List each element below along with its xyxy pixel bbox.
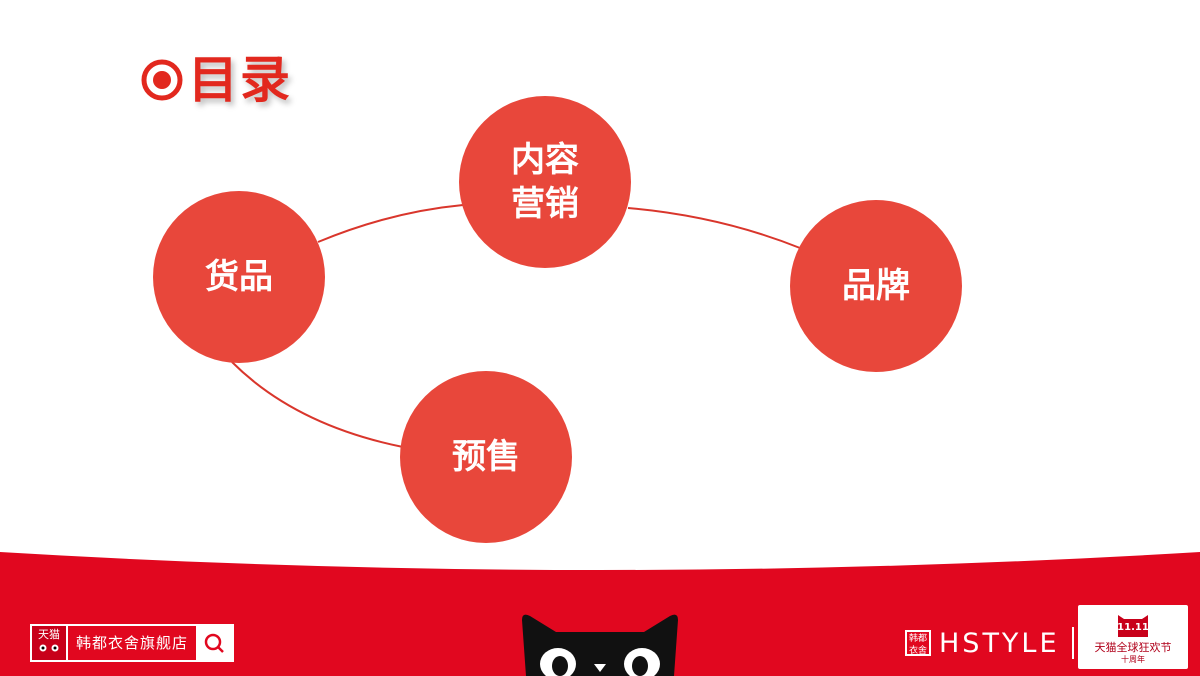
- connector-huopin-yushou: [231, 361, 404, 448]
- store-badge[interactable]: 天猫 韩都衣舍旗舰店: [30, 624, 235, 662]
- node-content-marketing: 内容 营销: [459, 96, 631, 268]
- footer-band: [0, 552, 1200, 676]
- double11-subtext: 十周年: [1121, 655, 1145, 664]
- connector-neirong-pinpai: [627, 207, 801, 249]
- brand-logo: 韩都 衣舍 HSTYLE: [905, 626, 1074, 660]
- page-title: 目录: [188, 51, 292, 109]
- tmall-badge: 天猫: [32, 626, 68, 660]
- node-products: 货品: [153, 191, 325, 363]
- brand-name: HSTYLE: [939, 627, 1060, 659]
- node-brand: 品牌: [790, 200, 962, 372]
- double11-logo: 11.11: [1116, 611, 1150, 639]
- brand-mark: 韩都 衣舍: [905, 630, 931, 656]
- brand-divider: [1071, 627, 1074, 659]
- store-name: 韩都衣舍旗舰店: [76, 634, 189, 652]
- tmall-cat-icon: [522, 614, 678, 676]
- connector-huopin-neirong: [317, 204, 464, 243]
- double11-badge: 11.11 天猫全球狂欢节 十周年: [1078, 605, 1188, 669]
- double11-logo-text: 11.11: [1117, 622, 1149, 633]
- tmall-label: 天猫: [38, 628, 60, 641]
- search-button[interactable]: [196, 626, 233, 660]
- node-presale: 预售: [400, 371, 572, 543]
- target-icon: [140, 58, 184, 102]
- tmall-cat-mini-icon: [39, 644, 59, 652]
- page-title-group: 目录: [140, 50, 292, 110]
- double11-text: 天猫全球狂欢节: [1094, 641, 1172, 654]
- search-icon: [204, 633, 224, 653]
